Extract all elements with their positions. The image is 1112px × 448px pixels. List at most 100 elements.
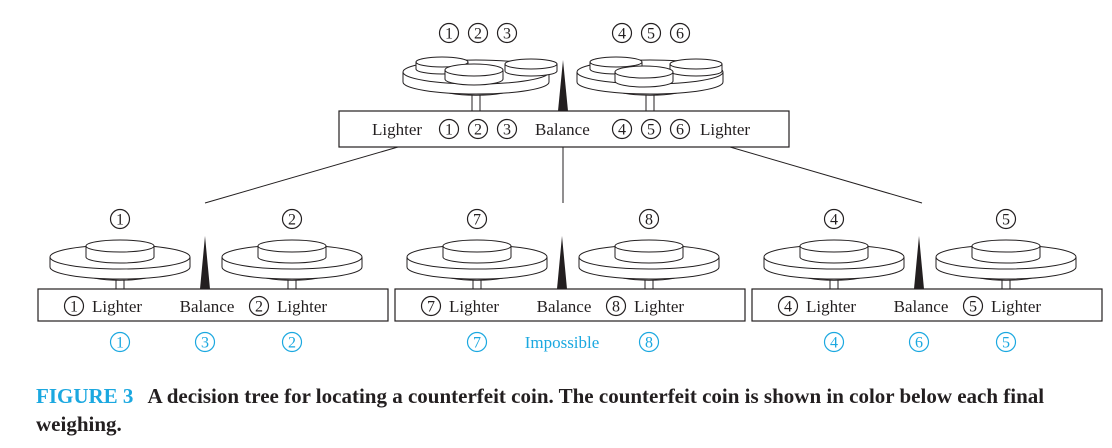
coin-icon (442, 239, 512, 264)
outcome-coin: 2 (248, 295, 270, 317)
fulcrum-icon (914, 236, 924, 289)
lighter-label: Lighter (991, 297, 1041, 316)
coin-number: 7 (427, 299, 435, 316)
coin-number: 6 (676, 26, 684, 43)
counterfeit-result: 4 (823, 331, 845, 353)
lighter-label: Lighter (372, 120, 422, 139)
coin-number: 7 (473, 212, 481, 229)
outcome-coin: 1 (63, 295, 85, 317)
coin-icon (971, 239, 1041, 264)
coin-number: 6 (915, 335, 923, 352)
coin-number: 4 (830, 212, 838, 229)
lighter-label: Lighter (92, 297, 142, 316)
scale-pan-icon (763, 244, 905, 290)
coin-number: 5 (1002, 212, 1010, 229)
right-coin-label: 5 (640, 22, 662, 44)
outcome-box (394, 288, 746, 322)
coin-number: 4 (618, 122, 626, 139)
coin-number: 2 (474, 122, 482, 139)
outcome-box (751, 288, 1103, 322)
counterfeit-result: 1 (109, 331, 131, 353)
left-coin-label: 1 (438, 22, 460, 44)
balance-label: Balance (535, 120, 590, 139)
caption-text: A decision tree for locating a counterfe… (36, 384, 1045, 436)
left-coin-label: 7 (466, 208, 488, 230)
coin-icon (614, 239, 684, 264)
lighter-label: Lighter (449, 297, 499, 316)
right-coin-label: 6 (669, 22, 691, 44)
coin-icon (444, 63, 504, 86)
coin-number: 4 (784, 299, 792, 316)
coin-number: 2 (288, 212, 296, 229)
counterfeit-result: 8 (638, 331, 660, 353)
coin-number: 5 (1002, 335, 1010, 352)
coin-number: 8 (612, 299, 620, 316)
outcome-coin: 3 (496, 118, 518, 140)
right-coin-label: 2 (281, 208, 303, 230)
right-coin-label: 5 (995, 208, 1017, 230)
coin-number: 1 (445, 122, 453, 139)
coin-number: 5 (647, 122, 655, 139)
coin-icon (799, 239, 869, 264)
outcome-coin: 1 (438, 118, 460, 140)
coin-number: 4 (830, 335, 838, 352)
coin-icon (504, 58, 558, 77)
coin-number: 8 (645, 335, 653, 352)
left-coin-label: 3 (496, 22, 518, 44)
outcome-coin: 5 (962, 295, 984, 317)
coin-number: 1 (116, 335, 124, 352)
coin-number: 3 (503, 122, 511, 139)
fulcrum-icon (557, 236, 567, 289)
coin-number: 3 (503, 26, 511, 43)
outcome-coin: 8 (605, 295, 627, 317)
lighter-label: Lighter (634, 297, 684, 316)
coin-icon (85, 239, 155, 264)
outcome-coin: 6 (669, 118, 691, 140)
coin-icon (614, 65, 674, 88)
counterfeit-result: 3 (194, 331, 216, 353)
fulcrum-icon (200, 236, 210, 289)
coin-number: 1 (445, 26, 453, 43)
balance-label: Balance (180, 297, 235, 316)
counterfeit-result: 2 (281, 331, 303, 353)
outcome-coin: 4 (611, 118, 633, 140)
coin-number: 2 (474, 26, 482, 43)
balance-label: Balance (894, 297, 949, 316)
outcome-coin: 5 (640, 118, 662, 140)
fulcrum-icon (558, 60, 568, 111)
left-coin-label: 2 (467, 22, 489, 44)
right-coin-label: 4 (611, 22, 633, 44)
counterfeit-result: 5 (995, 331, 1017, 353)
balance-label: Balance (537, 297, 592, 316)
coin-number: 1 (70, 299, 78, 316)
coin-number: 7 (473, 335, 481, 352)
lighter-label: Lighter (806, 297, 856, 316)
lighter-label: Lighter (700, 120, 750, 139)
coin-number: 5 (969, 299, 977, 316)
counterfeit-result: 6 (908, 331, 930, 353)
coin-icon (669, 58, 723, 77)
outcome-coin: 2 (467, 118, 489, 140)
outcome-box (37, 288, 389, 322)
scale-pan-icon (221, 244, 363, 290)
coin-number: 4 (618, 26, 626, 43)
right-coin-label: 8 (638, 208, 660, 230)
coin-number: 8 (645, 212, 653, 229)
tree-branches (204, 146, 923, 204)
figure-label: FIGURE 3 (36, 384, 134, 408)
outcome-coin: 4 (777, 295, 799, 317)
lighter-label: Lighter (277, 297, 327, 316)
coin-number: 6 (676, 122, 684, 139)
outcome-box (338, 110, 790, 148)
counterfeit-result: Impossible (525, 333, 600, 352)
outcome-coin: 7 (420, 295, 442, 317)
coin-number: 2 (288, 335, 296, 352)
coin-number: 3 (201, 335, 209, 352)
coin-number: 2 (255, 299, 263, 316)
